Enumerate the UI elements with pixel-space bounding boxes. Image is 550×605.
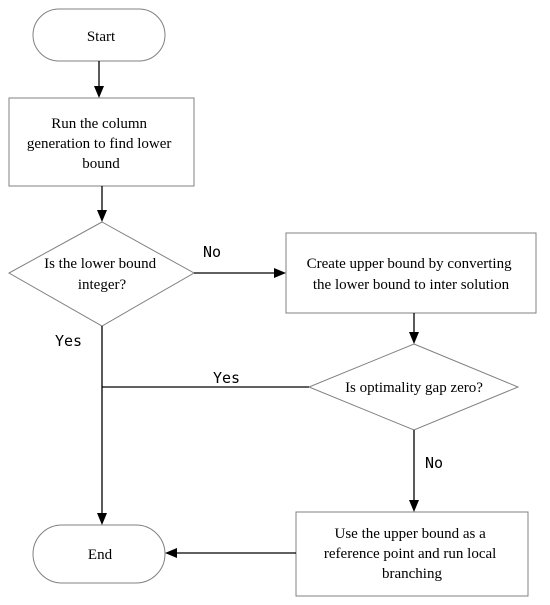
- optimality-gap-label: Is optimality gap zero?: [345, 380, 483, 396]
- column-generation-label: Run the column generation to find lower …: [27, 116, 175, 172]
- lower-bound-integer-label: Is the lower bound integer?: [44, 256, 160, 293]
- integer-no-label: No: [203, 243, 221, 261]
- local-branching-process: [295, 511, 529, 597]
- arrowhead-upper-bound-to-gap: [409, 332, 419, 344]
- arrowhead-integer-no: [274, 268, 286, 278]
- lower-bound-integer-decision: [7, 221, 196, 327]
- create-upper-bound-label: Create upper bound by converting the low…: [307, 256, 516, 293]
- arrowhead-gap-no: [409, 500, 419, 512]
- start-label: Start: [87, 29, 116, 45]
- arrowhead-branching-to-end: [165, 548, 177, 558]
- arrowhead-process-to-decision: [97, 210, 107, 222]
- arrowhead-start-to-process: [94, 86, 104, 98]
- integer-yes-label: Yes: [55, 332, 82, 350]
- column-generation-process: [8, 97, 195, 187]
- end-label: End: [88, 547, 113, 563]
- gap-yes-label: Yes: [213, 369, 240, 387]
- local-branching-label: Use the upper bound as a reference point…: [324, 526, 500, 582]
- create-upper-bound-process: [285, 232, 537, 314]
- arrowhead-integer-yes: [97, 513, 107, 525]
- end-terminal: [32, 524, 166, 584]
- gap-no-label: No: [425, 454, 443, 472]
